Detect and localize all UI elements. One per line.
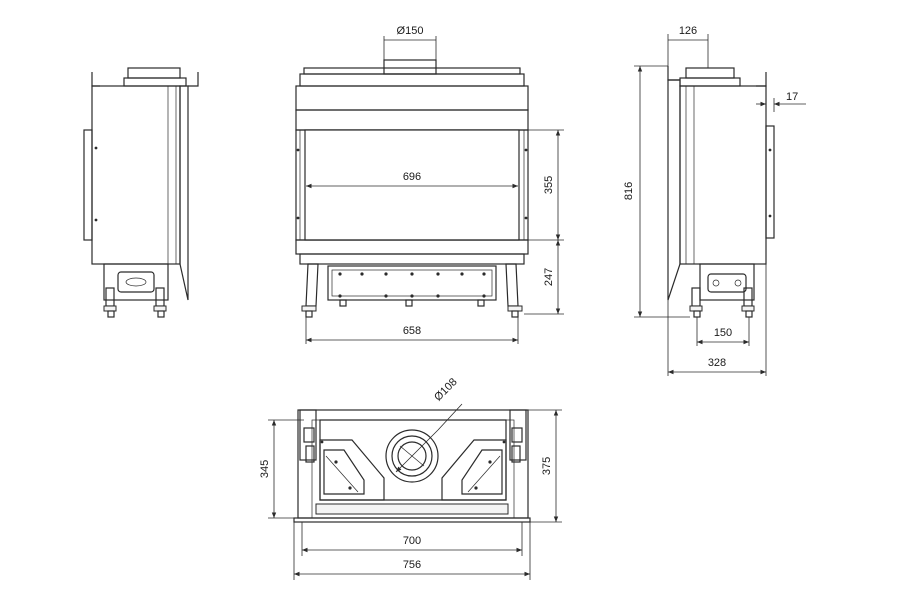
dimension-labels: Ø150 696 355 247 658 126 17 816 150 328 … (259, 25, 798, 571)
right-side-view (667, 66, 775, 318)
front-view (295, 59, 529, 318)
dim-side-leg-spacing: 150 (714, 327, 732, 339)
dim-side-top-width: 126 (679, 25, 697, 37)
dim-side-depth: 328 (708, 357, 726, 369)
dim-top-width-inner: 700 (403, 535, 421, 547)
dimension-lines (268, 34, 806, 580)
left-side-view (83, 67, 199, 318)
dim-top-width-outer: 756 (403, 559, 421, 571)
dim-base-height: 247 (543, 268, 555, 286)
front-base-bolts (338, 272, 486, 298)
dim-total-height: 816 (623, 182, 635, 200)
dim-flue-diameter-top: Ø108 (432, 376, 460, 404)
dim-top-depth-inner: 345 (259, 460, 271, 478)
dim-side-offset: 17 (786, 91, 798, 103)
dim-top-depth-outer: 375 (541, 457, 553, 475)
top-view (293, 409, 531, 523)
dim-glass-height: 355 (543, 176, 555, 194)
dim-frame-width: 658 (403, 325, 421, 337)
dim-flue-diameter-front: Ø150 (397, 25, 424, 37)
dim-glass-width: 696 (403, 171, 421, 183)
